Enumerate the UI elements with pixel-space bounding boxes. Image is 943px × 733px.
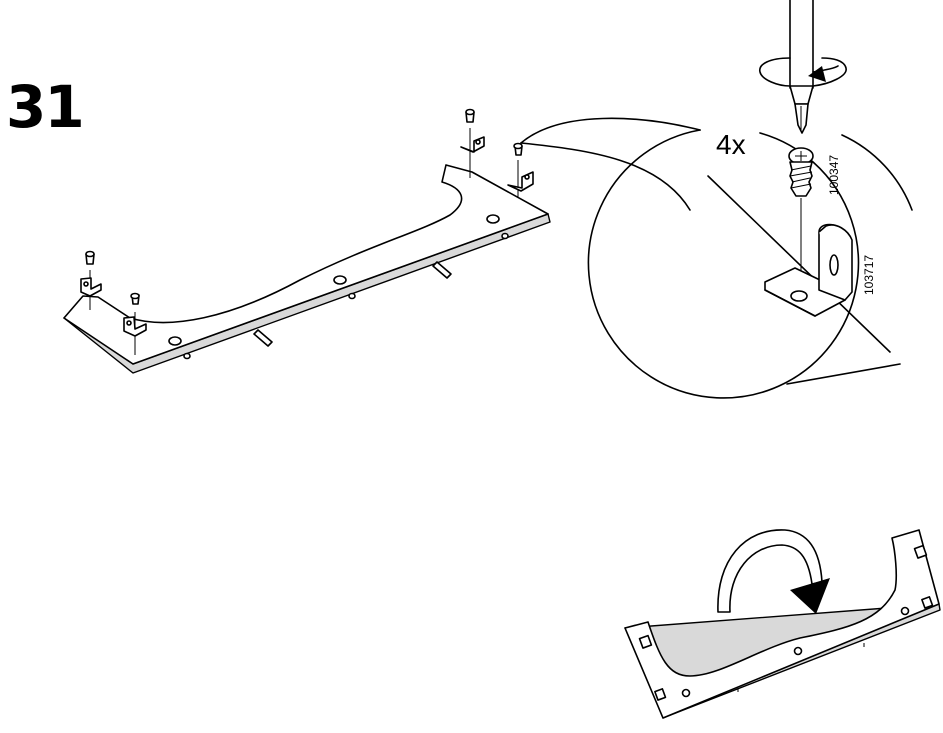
bracket-assembly-1 xyxy=(80,250,102,310)
screwdriver-icon xyxy=(789,0,814,134)
bracket-assembly-2 xyxy=(123,292,147,355)
rotate-arrow-icon xyxy=(759,57,847,87)
bracket-assembly-4 xyxy=(507,142,534,198)
bracket-assembly-3 xyxy=(460,108,485,178)
bracket-part-number: 103717 xyxy=(862,255,876,295)
screw-part-number: 100347 xyxy=(827,155,841,195)
flipped-frame-panel xyxy=(624,529,941,719)
flip-arrow-icon xyxy=(717,529,830,614)
angle-bracket-icon xyxy=(764,223,853,317)
quantity-label: 4x xyxy=(716,129,746,160)
zoom-callout xyxy=(520,117,913,399)
screw-icon xyxy=(788,147,814,292)
frame-panel xyxy=(63,164,551,374)
step-number: 31 xyxy=(6,73,85,141)
